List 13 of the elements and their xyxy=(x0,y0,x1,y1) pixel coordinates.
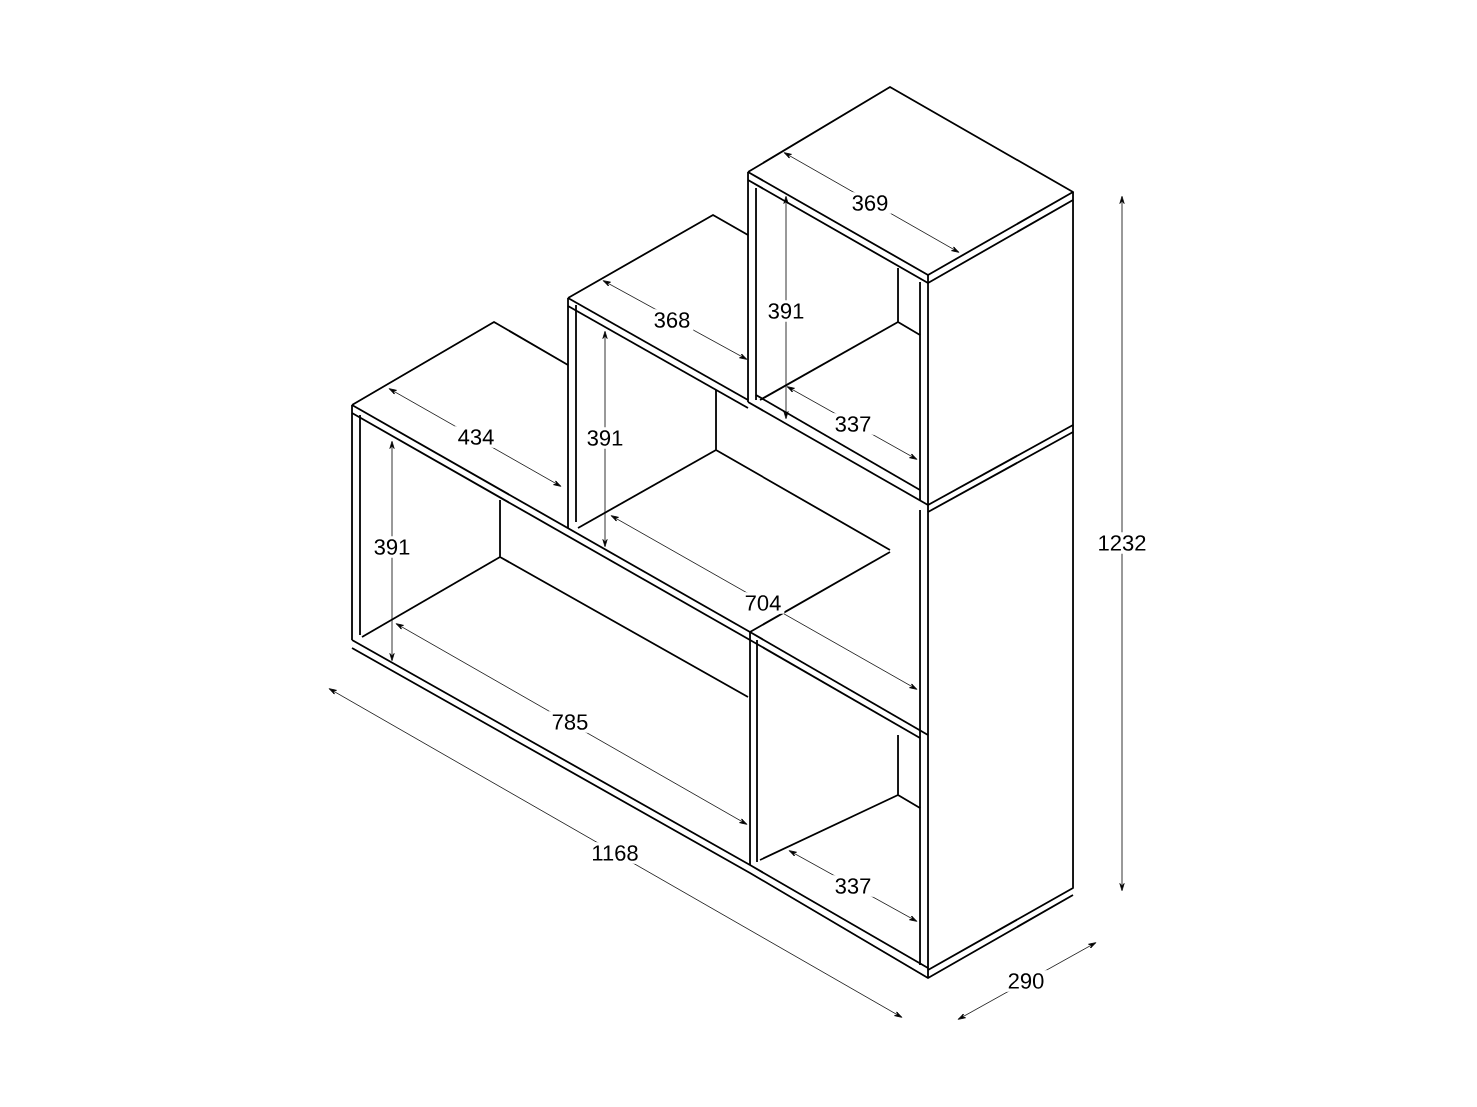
dimension-label: 704 xyxy=(741,592,785,614)
dimension-label: 368 xyxy=(650,309,694,331)
dimension-label: 391 xyxy=(583,427,627,449)
dimension-label: 337 xyxy=(831,413,875,435)
dimension-label: 369 xyxy=(848,192,892,214)
dimension-label: 785 xyxy=(548,711,592,733)
dimension-label: 1232 xyxy=(1094,532,1150,554)
dimension-label: 391 xyxy=(764,300,808,322)
dimension-label: 290 xyxy=(1004,970,1048,992)
dimension-label: 337 xyxy=(831,875,875,897)
dimension-label: 391 xyxy=(370,536,414,558)
dimension-label: 434 xyxy=(454,426,498,448)
dimension-label: 1168 xyxy=(588,842,642,864)
